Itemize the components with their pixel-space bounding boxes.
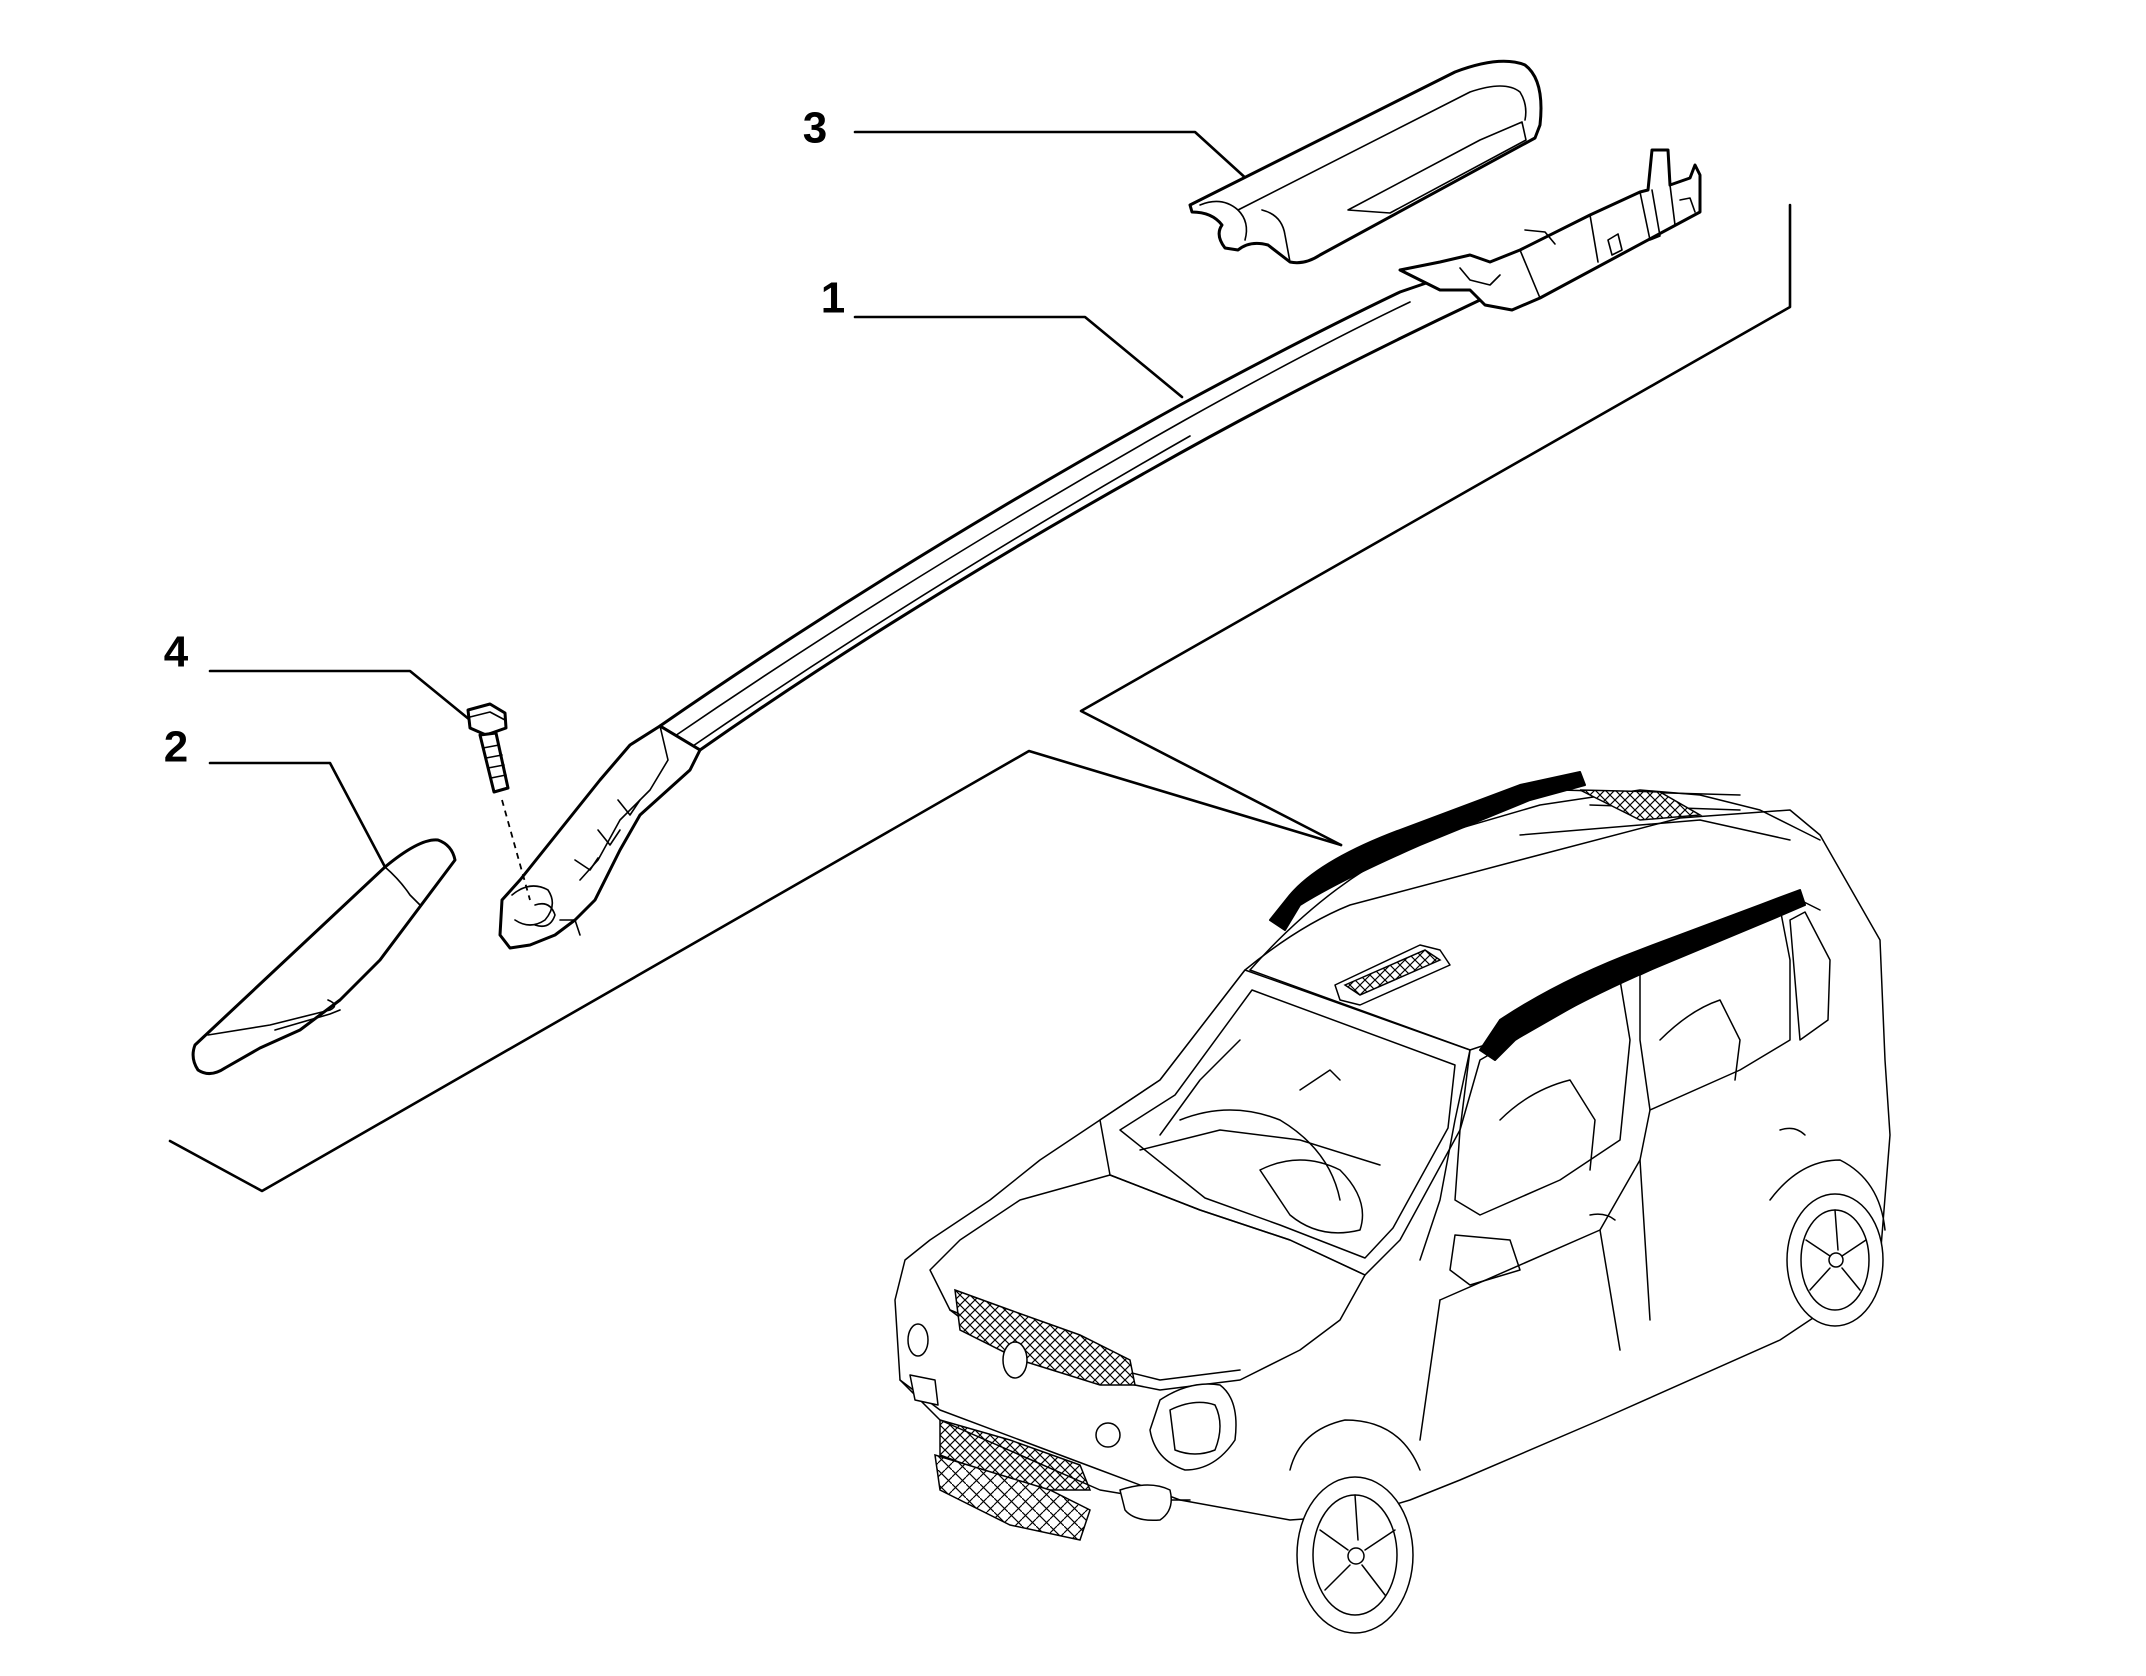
callout-4: 4 bbox=[164, 628, 189, 677]
part-1-roof-rail bbox=[498, 148, 1702, 950]
leader-line-3 bbox=[853, 130, 1252, 184]
assembly-frame bbox=[168, 203, 1792, 1193]
part-3-rear-cover bbox=[1188, 59, 1543, 265]
leader-lines bbox=[208, 130, 1252, 869]
leader-line-1 bbox=[853, 315, 1184, 399]
callout-labels: 3 1 4 2 bbox=[164, 104, 845, 772]
callout-2: 2 bbox=[164, 723, 188, 772]
vehicle-illustration bbox=[894, 771, 1891, 1634]
leader-line-2 bbox=[208, 761, 387, 869]
callout-3: 3 bbox=[803, 104, 827, 153]
leader-line-4 bbox=[208, 669, 472, 722]
part-4-bolt bbox=[466, 702, 531, 901]
part-2-front-cover bbox=[191, 838, 457, 1075]
callout-1: 1 bbox=[821, 274, 845, 323]
